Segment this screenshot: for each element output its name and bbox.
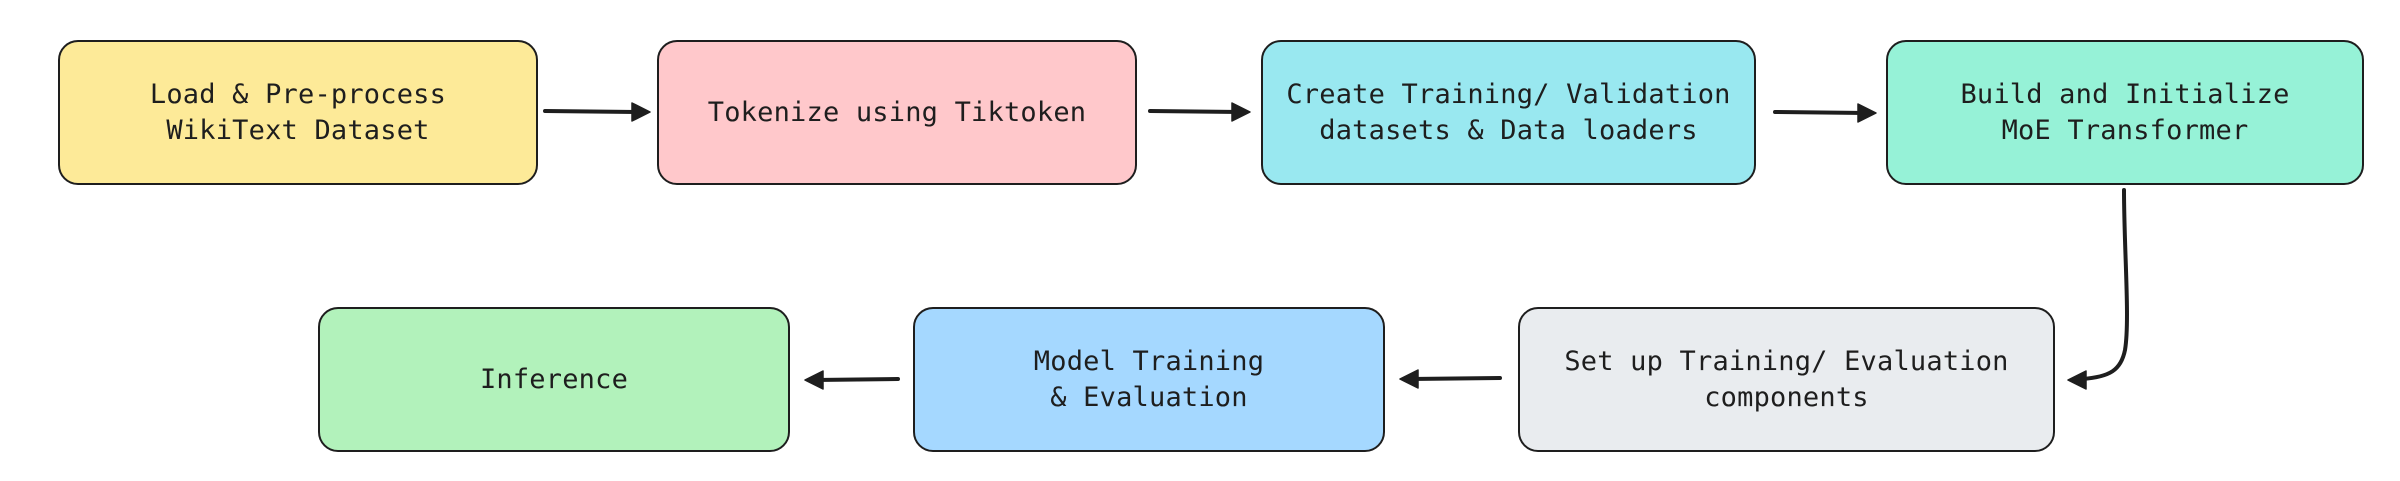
arrow-moe-to-setup	[2067, 188, 2129, 390]
arrow-setup-to-training-head	[1399, 369, 1419, 389]
arrow-tokenize-to-datasets-line	[1148, 109, 1242, 114]
arrow-training-to-inference-line	[813, 377, 900, 382]
step-model-training-evaluation-label: Model Training & Evaluation	[1033, 345, 1265, 413]
step-model-training-evaluation: Model Training & Evaluation	[913, 307, 1385, 452]
step-load-preprocess-dataset-label: Load & Pre-process WikiText Dataset	[149, 78, 447, 146]
arrow-moe-to-setup-head	[2067, 370, 2087, 390]
step-inference-label: Inference	[479, 363, 629, 395]
step-inference: Inference	[318, 307, 790, 452]
step-create-datasets-loaders-label: Create Training/ Validation datasets & D…	[1286, 78, 1731, 146]
step-build-moe-transformer: Build and Initialize MoE Transformer	[1886, 40, 2364, 185]
step-build-moe-transformer-label: Build and Initialize MoE Transformer	[1960, 78, 2290, 146]
arrow-load-to-tokenize-line	[543, 109, 642, 114]
arrow-moe-to-setup-line	[2080, 188, 2129, 381]
arrow-datasets-to-moe-head	[1857, 103, 1877, 123]
step-tokenize-label: Tokenize using Tiktoken	[707, 96, 1087, 128]
step-load-preprocess-dataset: Load & Pre-process WikiText Dataset	[58, 40, 538, 185]
arrow-datasets-to-moe-line	[1773, 110, 1868, 115]
step-setup-training-components: Set up Training/ Evaluation components	[1518, 307, 2055, 452]
arrow-load-to-tokenize	[543, 102, 651, 122]
arrow-setup-to-training-line	[1408, 376, 1502, 381]
arrow-load-to-tokenize-head	[631, 102, 651, 122]
arrow-setup-to-training	[1399, 369, 1502, 389]
arrow-training-to-inference	[804, 370, 900, 390]
arrow-tokenize-to-datasets	[1148, 102, 1251, 122]
step-tokenize: Tokenize using Tiktoken	[657, 40, 1137, 185]
step-setup-training-components-label: Set up Training/ Evaluation components	[1564, 345, 2009, 413]
arrow-datasets-to-moe	[1773, 103, 1877, 123]
step-create-datasets-loaders: Create Training/ Validation datasets & D…	[1261, 40, 1756, 185]
arrow-tokenize-to-datasets-head	[1231, 102, 1251, 122]
arrow-training-to-inference-head	[804, 370, 824, 390]
